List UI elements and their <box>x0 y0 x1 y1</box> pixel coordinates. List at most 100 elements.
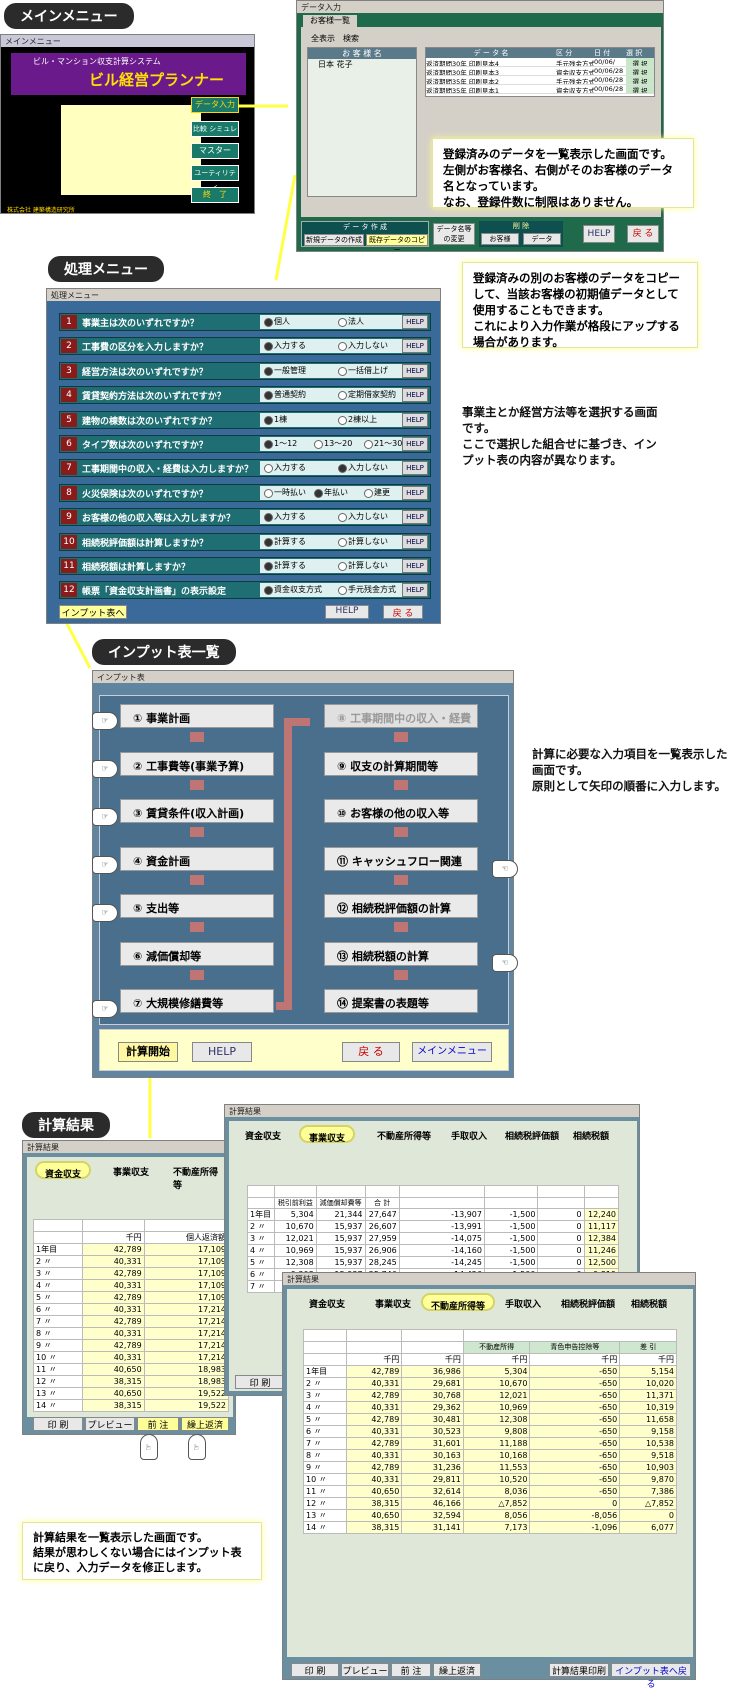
new-data-button[interactable]: 新規データの作成 <box>304 234 364 246</box>
option-radio[interactable]: 資金収支方式 <box>262 584 322 596</box>
to-input-table-button[interactable]: インプット表へ <box>59 605 127 619</box>
compare-button[interactable]: 比較 シミュレーション <box>191 121 239 137</box>
tab-net-income[interactable]: 手取収入 <box>451 1132 488 1142</box>
tab-realestate[interactable]: 不動産所得等 <box>377 1132 432 1142</box>
data-cell[interactable]: 選 択 <box>626 58 654 66</box>
help-button[interactable]: HELP <box>402 412 428 427</box>
preview-button[interactable]: プレビュー <box>341 1663 389 1677</box>
prepay-button[interactable]: 繰上返済 <box>181 1417 229 1431</box>
help-button[interactable]: HELP <box>402 559 428 573</box>
option-radio[interactable]: 手元残金方式 <box>336 584 396 596</box>
data-cell[interactable]: 選 択 <box>626 67 654 75</box>
help-button[interactable]: HELP <box>402 461 428 476</box>
main-menu-button[interactable]: メインメニュー <box>412 1042 492 1062</box>
print-button[interactable]: 印 刷 <box>235 1375 285 1389</box>
option-radio[interactable]: 計算しない <box>336 560 388 572</box>
help-button[interactable]: HELP <box>402 339 428 354</box>
filter-radios[interactable]: 全表示 検索 <box>311 34 359 43</box>
help-button[interactable]: HELP <box>402 315 428 329</box>
option-radio[interactable]: 1棟 <box>262 414 287 426</box>
tab-inheritance-tax[interactable]: 相続税額 <box>631 1300 668 1310</box>
option-radio[interactable]: 計算する <box>262 560 306 572</box>
option-radio[interactable]: 普通契約 <box>262 389 306 401</box>
option-radio[interactable]: 計算する <box>262 536 306 548</box>
input-item-button[interactable]: ④ 資金計画 <box>120 846 274 871</box>
help-button[interactable]: HELP <box>402 510 428 525</box>
option-radio[interactable]: 建更 <box>362 487 390 499</box>
option-radio[interactable]: 入力する <box>262 511 306 523</box>
tab-inheritance-value[interactable]: 相続税評価額 <box>561 1300 616 1310</box>
prepay-button[interactable]: 繰上返済 <box>433 1663 481 1677</box>
print-button[interactable]: 印 刷 <box>33 1417 83 1431</box>
option-radio[interactable]: 13～20 <box>312 438 352 450</box>
customer-item[interactable]: 日本 花子 <box>318 60 353 69</box>
exit-button[interactable]: 終 了 <box>191 187 239 203</box>
preview-button[interactable]: プレビュー <box>85 1417 135 1431</box>
calc-start-button[interactable]: 計算開始 <box>118 1042 178 1062</box>
help-button[interactable]: HELP <box>402 363 428 378</box>
tab-realestate[interactable]: 不動産所得等 <box>421 1293 496 1312</box>
option-radio[interactable]: 法人 <box>336 316 364 328</box>
back-button[interactable]: 戻 る <box>627 225 659 243</box>
tab-inheritance-value[interactable]: 相続税評価額 <box>505 1132 560 1142</box>
help-button[interactable]: HELP <box>583 225 615 243</box>
option-radio[interactable]: 個人 <box>262 316 290 328</box>
input-item-button[interactable]: ⑭ 提案書の表題等 <box>324 989 478 1013</box>
option-radio[interactable]: 入力しない <box>336 462 388 474</box>
help-button[interactable]: HELP <box>402 534 428 549</box>
help-button[interactable]: HELP <box>402 388 428 403</box>
help-button[interactable]: HELP <box>402 485 428 500</box>
input-item-button[interactable]: ⑨ 収支の計算期間等 <box>324 751 478 776</box>
option-radio[interactable]: 入力する <box>262 340 306 352</box>
help-button[interactable]: HELP <box>325 605 369 619</box>
option-radio[interactable]: 計算しない <box>336 536 388 548</box>
input-item-button[interactable]: ② 工事費等(事業予算) <box>120 751 274 776</box>
back-to-input-button[interactable]: インプット表へ戻る <box>611 1663 691 1690</box>
option-radio[interactable]: 21～30 <box>362 438 402 450</box>
tab-realestate[interactable]: 不動産所得等 <box>173 1168 219 1191</box>
option-radio[interactable]: 入力しない <box>336 340 388 352</box>
input-item-button[interactable]: ⑬ 相続税額の計算 <box>324 941 478 966</box>
delete-customer-button[interactable]: お客様 <box>481 233 519 245</box>
option-radio[interactable]: 1～12 <box>262 438 297 450</box>
input-item-button[interactable]: ⑥ 減価償却等 <box>120 941 274 966</box>
rename-button[interactable]: データ名等の変更 <box>433 223 475 245</box>
back-button[interactable]: 戻 る <box>342 1042 400 1062</box>
data-cell[interactable]: 選 択 <box>626 76 654 84</box>
input-item-button[interactable]: ⑤ 支出等 <box>120 894 274 918</box>
input-item-button[interactable]: ③ 賃貸条件(収入計画) <box>120 799 274 823</box>
tab-business[interactable]: 事業収支 <box>299 1125 356 1144</box>
print-button[interactable]: 印 刷 <box>291 1663 339 1677</box>
option-radio[interactable]: 定期借家契約 <box>336 389 396 401</box>
input-item-button[interactable]: ⑫ 相続税評価額の計算 <box>324 894 478 918</box>
input-item-button[interactable]: ① 事業計画 <box>120 704 274 728</box>
option-radio[interactable]: 一般管理 <box>262 365 306 377</box>
input-item-button[interactable]: ⑪ キャッシュフロー関連 <box>324 846 478 871</box>
tab-cash[interactable]: 資金収支 <box>245 1132 282 1142</box>
help-button[interactable]: HELP <box>192 1042 252 1062</box>
copy-data-button[interactable]: 既存データのコピー <box>366 234 428 254</box>
help-button[interactable]: HELP <box>402 437 428 451</box>
note-button[interactable]: 前 注 <box>137 1417 179 1431</box>
tab-inheritance-tax[interactable]: 相続税額 <box>573 1132 610 1142</box>
option-radio[interactable]: 年払い <box>312 487 348 499</box>
tab-business[interactable]: 事業収支 <box>113 1168 150 1178</box>
note-button[interactable]: 前 注 <box>391 1663 431 1677</box>
option-radio[interactable]: 入力する <box>262 462 306 474</box>
tab-cash[interactable]: 資金収支 <box>309 1300 346 1310</box>
back-button[interactable]: 戻 る <box>383 605 423 619</box>
master-button[interactable]: マスター <box>191 143 239 159</box>
option-radio[interactable]: 一括借上げ <box>336 365 388 377</box>
input-item-button[interactable]: ⑦ 大規模修繕費等 <box>120 989 274 1013</box>
help-button[interactable]: HELP <box>402 583 428 598</box>
data-input-button[interactable]: データ入力 <box>191 97 239 113</box>
tab-cash[interactable]: 資金収支 <box>35 1161 92 1180</box>
option-radio[interactable]: 一時払い <box>262 487 306 499</box>
tab-customer-list[interactable]: お客様一覧 <box>303 15 357 27</box>
input-item-button[interactable]: ⑩ お客様の他の収入等 <box>324 799 478 823</box>
tab-net-income[interactable]: 手取収入 <box>505 1300 542 1310</box>
